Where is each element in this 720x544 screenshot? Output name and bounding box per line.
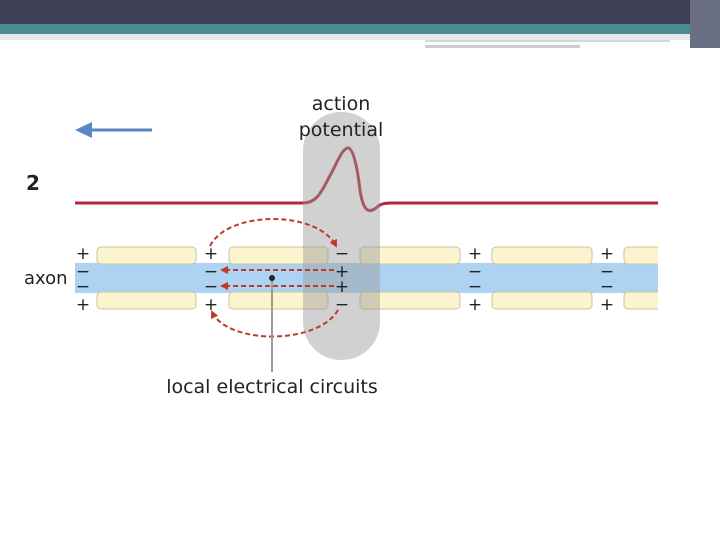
header-accent-bar (0, 24, 720, 34)
myelin-segment (228, 246, 329, 265)
membrane-potential-trace (75, 146, 658, 213)
local-circuits-label: local electrical circuits (166, 376, 378, 398)
node-4-upper-charge: − (468, 262, 482, 282)
node-5-top-charge: + (600, 244, 614, 264)
myelin-segment (96, 246, 197, 265)
right-margin-mask (658, 240, 678, 320)
node-4-bottom-charge: + (468, 295, 482, 315)
myelin-segment (491, 246, 593, 265)
action-potential-label-line2: potential (299, 119, 384, 141)
node-1-upper-charge: − (76, 262, 90, 282)
header-shadow-strip (0, 34, 720, 40)
header-thin-line-2 (425, 45, 580, 48)
node-charge-signs: +−−++−−+−++−+−−++−−+ (76, 244, 614, 315)
node-5-upper-charge: − (600, 262, 614, 282)
node-5-lower-charge: − (600, 277, 614, 297)
step-number: 2 (26, 171, 40, 195)
local-circuits-pointer (269, 275, 275, 372)
header-thin-line (425, 40, 670, 42)
node-1-top-charge: + (76, 244, 90, 264)
node-2-lower-charge: − (204, 277, 218, 297)
node-2-bottom-charge: + (204, 295, 218, 315)
header-tab-right (690, 0, 720, 48)
lower-current-arc (211, 309, 339, 338)
node-3-top-charge: − (335, 244, 349, 264)
myelin-segment (359, 246, 461, 265)
myelin-segment (96, 291, 197, 310)
node-3-bottom-charge: − (335, 295, 349, 315)
node-2-upper-charge: − (204, 262, 218, 282)
action-potential-zone (303, 112, 380, 360)
myelin-segment (228, 291, 329, 310)
node-4-top-charge: + (468, 244, 482, 264)
axon-core (75, 263, 658, 293)
upper-current-arc (209, 218, 337, 248)
myelin-segment (491, 291, 593, 310)
node-1-lower-charge: − (76, 277, 90, 297)
node-1-bottom-charge: + (76, 295, 90, 315)
node-3-upper-charge: + (335, 262, 349, 282)
node-4-lower-charge: − (468, 277, 482, 297)
node-2-top-charge: + (204, 244, 218, 264)
node-3-lower-charge: + (335, 277, 349, 297)
header-bar (0, 0, 720, 24)
myelin-sheath (96, 246, 665, 310)
myelin-segment (359, 291, 461, 310)
node-5-bottom-charge: + (600, 295, 614, 315)
axon-label: axon (24, 268, 68, 289)
action-potential-label-line1: action (312, 93, 370, 115)
direction-arrow-icon (75, 122, 152, 138)
local-current-arrows (209, 218, 339, 338)
